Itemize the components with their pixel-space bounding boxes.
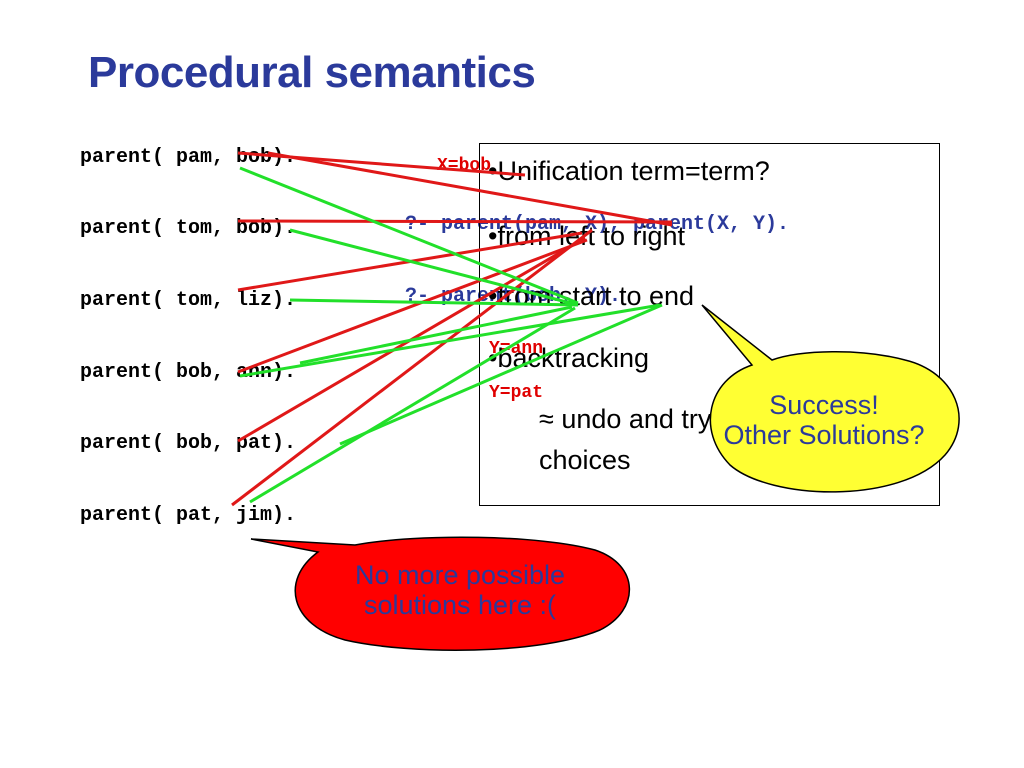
- fact-line: parent( pam, bob).: [80, 146, 297, 169]
- green-line: [339, 303, 663, 446]
- failure-callout-text: No more possible solutions here :(: [305, 560, 615, 620]
- green-line: [289, 228, 579, 307]
- fact-line: parent( bob, pat).: [80, 432, 297, 455]
- query-1: ?- parent(pam, X), parent(X, Y).: [405, 213, 790, 236]
- notes-box: [479, 143, 940, 506]
- green-line: [289, 298, 579, 307]
- success-line-2: Other Solutions?: [723, 420, 925, 450]
- red-line: [267, 151, 673, 227]
- fact-line: parent( tom, liz).: [80, 289, 297, 312]
- fact-line: parent( tom, bob).: [80, 217, 297, 240]
- green-line: [299, 305, 573, 365]
- red-line: [237, 219, 673, 224]
- fact-line: parent( pat, jim).: [80, 504, 297, 527]
- success-callout: [701, 304, 960, 493]
- green-trace-lines: [239, 166, 663, 504]
- failure-callout: [250, 536, 631, 651]
- success-callout-text: Success! Other Solutions?: [690, 390, 958, 450]
- red-line: [231, 228, 593, 507]
- binding-y-ann: Y=ann: [489, 339, 544, 359]
- bullet-choices: choices: [539, 445, 631, 475]
- green-line: [239, 303, 661, 378]
- bullet-unification: •Unification term=term?: [488, 156, 770, 186]
- failure-line-2: solutions here :(: [363, 590, 557, 620]
- red-line: [237, 238, 588, 374]
- failure-line-1: No more possible: [354, 560, 566, 590]
- red-trace-lines: [231, 151, 673, 507]
- success-line-1: Success!: [769, 390, 879, 420]
- slide-title: Procedural semantics: [88, 48, 536, 97]
- green-line: [249, 306, 576, 504]
- binding-y-pat: Y=pat: [489, 383, 544, 403]
- green-line: [239, 166, 579, 305]
